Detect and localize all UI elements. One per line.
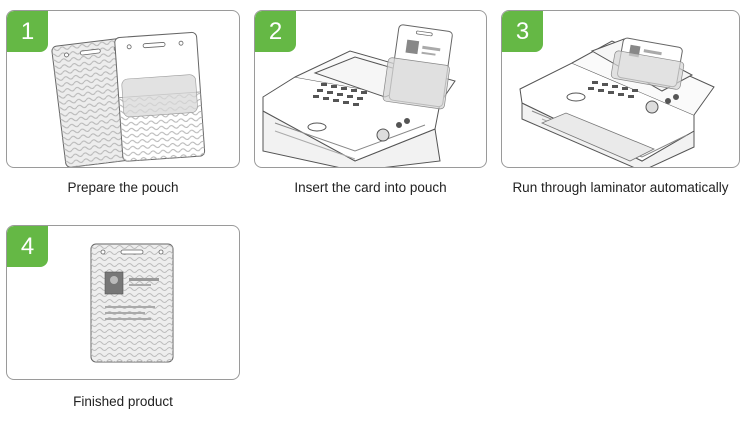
laminator-controls (307, 118, 410, 142)
step-2-panel: 2 (254, 10, 487, 168)
step-4-caption: Finished product (73, 394, 173, 409)
step-3-badge: 3 (502, 11, 543, 52)
step-1-panel: 1 (6, 10, 240, 168)
step-4-badge: 4 (7, 226, 48, 267)
finished-card-illustration (90, 243, 174, 363)
step-1-caption: Prepare the pouch (67, 180, 179, 195)
card-feeding (610, 37, 685, 90)
step-3-panel: 3 (501, 10, 740, 168)
laminator-vent-grid (313, 83, 367, 106)
step-4-panel: 4 (6, 225, 240, 380)
step-2-caption: Insert the card into pouch (294, 180, 447, 195)
laminator-insert-illustration (262, 24, 456, 167)
laminator-controls (566, 92, 679, 114)
laminator-vent-grid (588, 81, 638, 98)
output-tray (540, 112, 655, 162)
step-1-badge: 1 (7, 11, 48, 52)
pouch-illustration (51, 31, 206, 167)
step-2-badge: 2 (255, 11, 296, 52)
step-3-caption: Run through laminator automatically (512, 180, 729, 195)
laminated-card (90, 243, 174, 363)
pouch-front-sheet (114, 31, 206, 162)
laminator-running-illustration (519, 37, 715, 167)
card-in-pouch (382, 24, 453, 110)
